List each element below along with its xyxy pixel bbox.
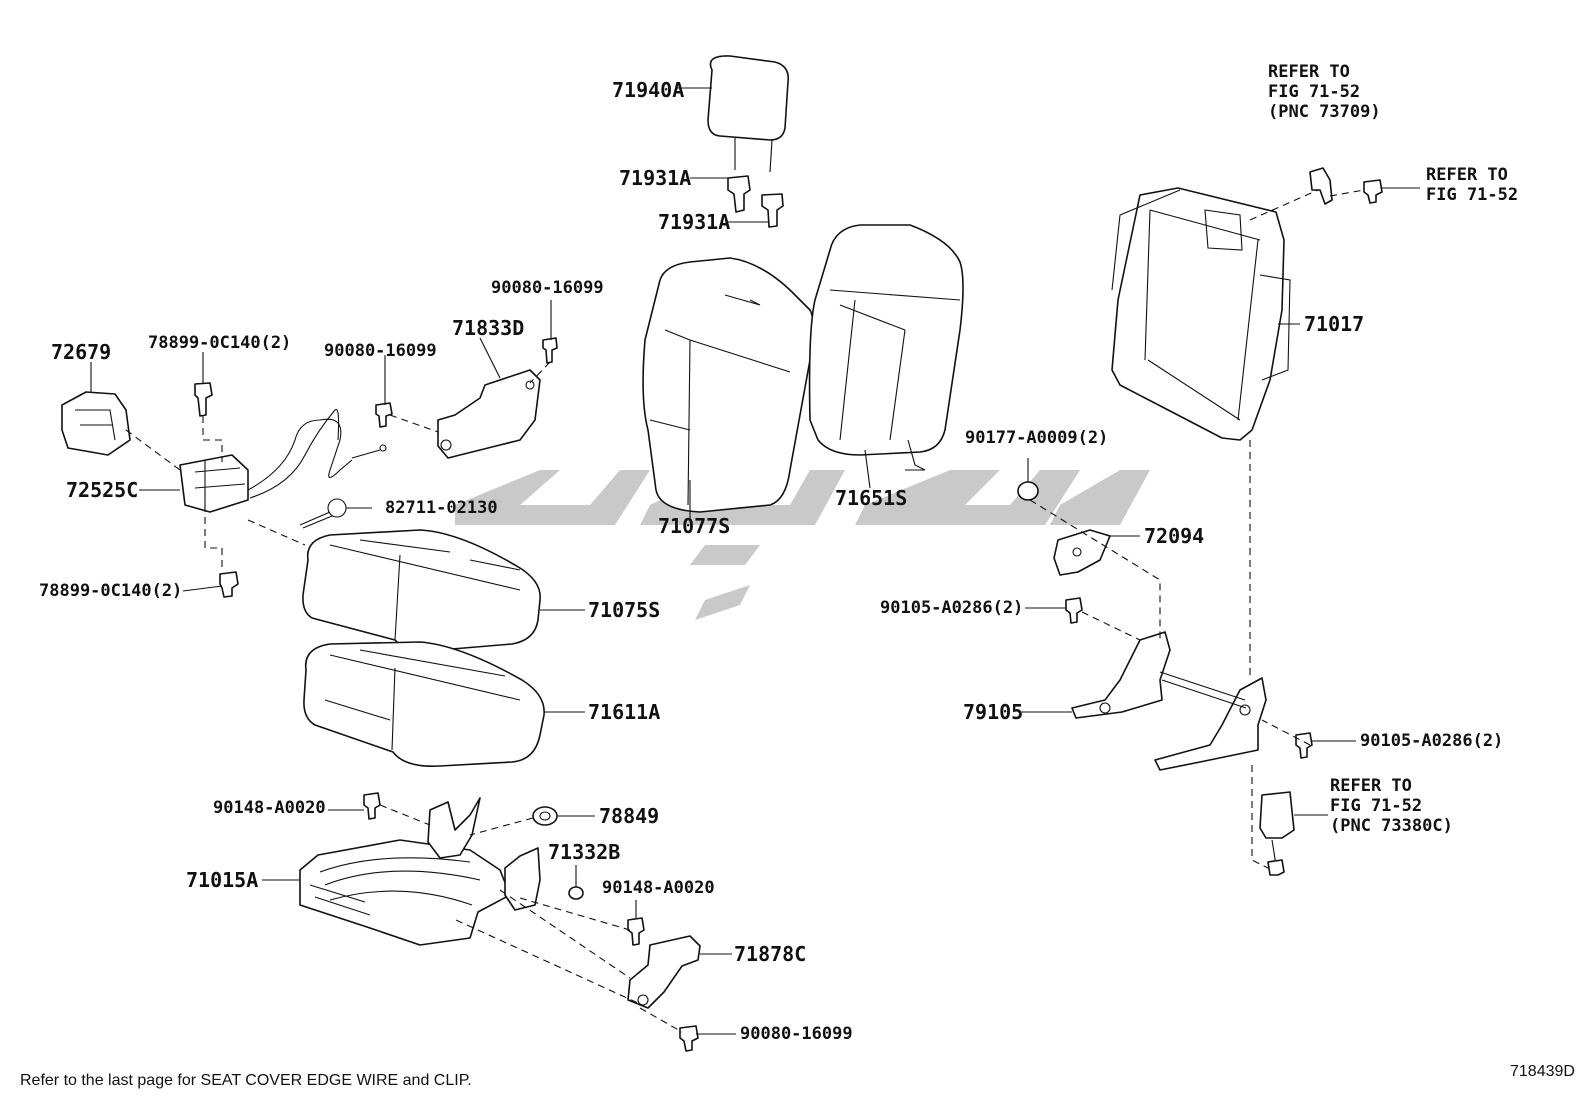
label-bolt-cushion-left: 90148-A0020	[213, 798, 326, 818]
screw-78899-bottom-part	[219, 571, 239, 598]
screw-78899-top-part	[194, 382, 213, 417]
grommet-part	[532, 806, 558, 826]
seat-back-pad-part	[808, 224, 964, 471]
cushion-frame-part	[299, 797, 541, 946]
seat-adjuster-part	[1071, 631, 1267, 771]
seat-back-cover-part	[642, 257, 814, 513]
label-back-pad: 71651S	[835, 486, 908, 510]
assembly-dashed-lines	[125, 189, 1365, 1033]
bolt-90105-left-part	[1065, 597, 1083, 624]
label-screw-top: 78899-0C140(2)	[148, 333, 292, 353]
label-grommet: 78849	[599, 804, 660, 828]
label-hinge-cover-lower: 71878C	[734, 942, 807, 966]
label-bracket-72679: 72679	[51, 340, 112, 364]
label-screw-hinge-cover: 90080-16099	[491, 278, 604, 298]
reference-note-right: REFER TO FIG 71-52	[1426, 165, 1519, 205]
spacer-part	[568, 886, 584, 900]
seat-cushion-cover-part	[302, 529, 541, 652]
label-cushion-cover: 71075S	[588, 598, 661, 622]
clamp-part	[299, 498, 347, 529]
headrest-support-a-part	[727, 175, 751, 213]
reference-note-top: REFER TO FIG 71-52 (PNC 73709)	[1268, 62, 1381, 122]
label-adjuster: 79105	[963, 700, 1024, 724]
nut-part	[1017, 481, 1039, 501]
hinge-72094-part	[1053, 529, 1111, 576]
label-headrest-support-a: 71931A	[619, 166, 692, 190]
label-hinge-72094: 72094	[1144, 524, 1205, 548]
label-screw-side: 90080-16099	[324, 341, 437, 361]
label-headrest-support-b: 71931A	[658, 210, 731, 234]
label-clamp: 82711-02130	[385, 498, 498, 518]
label-cushion-pad: 71611A	[588, 700, 661, 724]
screw-side-part	[375, 402, 393, 428]
bolt-cushion-left-part	[363, 792, 381, 820]
label-bolt-right: 90105-A0286(2)	[1360, 731, 1504, 751]
figure-code: 718439D	[1510, 1063, 1575, 1080]
reference-note-belt: REFER TO FIG 71-52 (PNC 73380C)	[1330, 776, 1453, 836]
label-bolt-79105: 90105-A0286(2)	[880, 598, 1024, 618]
label-bolt-cushion-right: 90148-A0020	[602, 878, 715, 898]
reference-bolt-right-part	[1363, 179, 1383, 204]
label-screw-bottom: 78899-0C140(2)	[39, 581, 183, 601]
bolt-cushion-right-part	[627, 917, 645, 946]
label-lock: 72525C	[66, 478, 139, 502]
screw-lower-part	[679, 1025, 699, 1052]
seat-back-frame-part	[1111, 187, 1291, 441]
label-hinge-cover: 71833D	[452, 316, 525, 340]
belt-buckle-part	[1259, 791, 1295, 876]
label-screw-lower: 90080-16099	[740, 1024, 853, 1044]
watermark-logo	[455, 470, 1150, 620]
seat-cushion-pad-part	[303, 641, 545, 768]
label-headrest: 71940A	[612, 78, 685, 102]
lock-assembly-part	[179, 408, 387, 513]
headrest-support-b-part	[761, 193, 784, 228]
bracket-72679-part	[61, 391, 131, 456]
headrest-part	[707, 55, 790, 173]
hinge-cover-part	[437, 369, 541, 459]
label-spacer: 71332B	[548, 840, 621, 864]
screw-hinge-cover-part	[542, 337, 558, 364]
reference-bracket-part	[1309, 167, 1333, 205]
label-back-cover: 71077S	[658, 514, 731, 538]
leader-lines	[90, 87, 1420, 1035]
footer-note: Refer to the last page for SEAT COVER ED…	[20, 1072, 472, 1089]
label-nut: 90177-A0009(2)	[965, 428, 1109, 448]
label-cushion-frame: 71015A	[186, 868, 259, 892]
bolt-90105-right-part	[1295, 732, 1313, 759]
hinge-cover-lower-part	[627, 935, 701, 1009]
label-frame-back: 71017	[1304, 312, 1365, 336]
